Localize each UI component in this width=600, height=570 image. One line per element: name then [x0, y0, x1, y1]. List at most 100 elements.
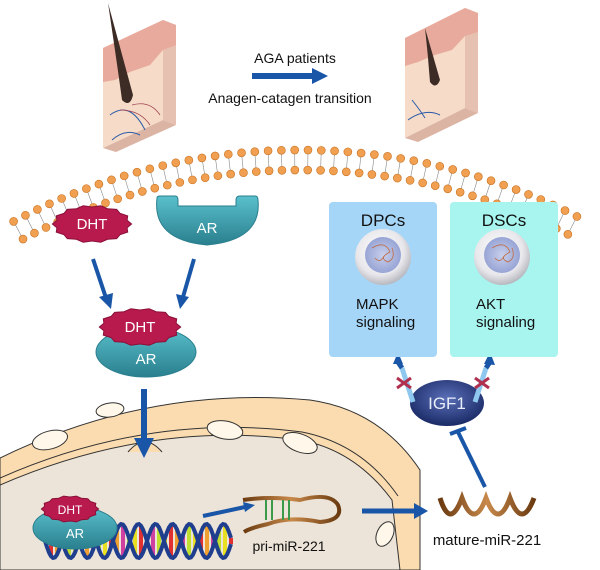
phospholipid-head: [356, 148, 366, 158]
phospholipid-head: [405, 176, 415, 185]
phospholipid-head: [82, 184, 91, 193]
hair-shaft-icon: [108, 3, 133, 104]
ar-receptor: AR: [156, 195, 259, 246]
dna-strand: [43, 521, 233, 561]
nuclear-ar-label: AR: [66, 526, 84, 541]
phospholipid-head: [383, 152, 392, 161]
dht-ar-complex: DHT AR: [95, 308, 197, 378]
phospholipid-head: [30, 228, 39, 238]
phospholipid-head: [563, 230, 573, 239]
phospholipid-head: [316, 166, 325, 175]
phospholipid-head: [197, 153, 207, 163]
phospholipid-head: [213, 171, 223, 181]
blocked-arrow-mapk: [393, 352, 416, 403]
phospholipid-head: [239, 168, 248, 178]
skin-catagen-illustration: [405, 8, 478, 142]
panel-title: DSCs: [482, 211, 526, 230]
phospholipid-head: [524, 190, 533, 199]
panel-title: DPCs: [361, 211, 405, 230]
phospholipid-head: [237, 148, 246, 158]
arrow-head: [134, 438, 154, 458]
arrow-dht-to-complex: [91, 258, 108, 299]
panel-line2: signaling: [356, 314, 415, 331]
phospholipid-head: [393, 173, 402, 183]
phospholipid-head: [343, 147, 353, 157]
phospholipid-head: [263, 146, 273, 156]
phospholipid-head: [380, 171, 389, 181]
inhibition-line: [456, 431, 487, 488]
phospholipid-head: [277, 165, 287, 175]
nucleus-icon: [365, 237, 401, 273]
ar-label: AR: [197, 220, 218, 237]
phospholipid-head: [33, 205, 42, 214]
phospholipid-head: [158, 161, 168, 170]
phospholipid-head: [511, 185, 521, 194]
phospholipid-head: [290, 165, 300, 175]
block-x-icon: [396, 376, 412, 390]
arrow-ar-to-complex: [181, 258, 196, 298]
arrow-head: [414, 503, 428, 519]
mature-mirna-label: mature-miR-221: [433, 532, 541, 549]
phospholipid-head: [329, 166, 338, 176]
panel-line1: MAPK: [356, 296, 399, 313]
phospholipid-head: [277, 145, 286, 155]
phospholipid-head: [572, 212, 582, 221]
phospholipid-head: [443, 184, 453, 194]
phospholipid-head: [354, 168, 364, 178]
igf1-label: IGF1: [428, 394, 466, 413]
phospholipid-head: [188, 175, 197, 185]
phospholipid-head: [430, 181, 440, 191]
phospholipid-head: [396, 154, 405, 163]
phospholipid-head: [290, 145, 299, 155]
phospholipid-head: [251, 167, 261, 176]
phospholipid-head: [125, 190, 135, 200]
skin-anagen-illustration: [103, 3, 176, 152]
phospholipid-head: [455, 187, 465, 197]
arrow-label-bottom: Anagen-catagen transition: [208, 90, 371, 106]
phospholipid-head: [41, 223, 51, 232]
phospholipid-head: [138, 187, 147, 196]
phospholipid-head: [132, 167, 142, 177]
phospholipid-head: [57, 194, 66, 203]
phospholipid-head: [107, 175, 116, 185]
complex-ar-label: AR: [136, 351, 157, 368]
phospholipid-head: [224, 149, 233, 159]
phospholipid-head: [250, 147, 260, 156]
panel-line1: AKT: [476, 296, 505, 313]
blocked-arrow-akt: [472, 352, 495, 403]
phospholipid-head: [200, 173, 210, 182]
phospholipid-head: [145, 164, 155, 174]
block-x-icon: [474, 376, 490, 390]
phospholipid-head: [21, 210, 30, 220]
phospholipid-head: [119, 171, 129, 181]
phospholipid-head: [560, 206, 570, 215]
igf1-node: IGF1: [410, 380, 484, 426]
panel-dscs: DSCs AKT signaling: [450, 202, 558, 357]
complex-dht-label: DHT: [125, 319, 156, 336]
phospholipid-head: [418, 178, 427, 188]
dht-molecule: DHT: [51, 205, 133, 243]
phospholipid-head: [18, 234, 28, 244]
panel-dpcs: DPCs MAPK signaling: [329, 202, 437, 357]
phospholipid-head: [264, 166, 274, 176]
phospholipid-head: [448, 165, 458, 174]
phospholipid-head: [94, 179, 104, 189]
phospholipid-head: [370, 150, 379, 159]
dht-label: DHT: [77, 216, 108, 233]
pri-mirna-label: pri-miR-221: [252, 538, 325, 554]
arrow-label-top: AGA patients: [254, 50, 336, 66]
arrow-to-pri-mirna: [202, 505, 246, 518]
phospholipid-head: [303, 145, 313, 155]
phospholipid-head: [184, 155, 194, 165]
phospholipid-head: [461, 168, 470, 178]
mature-mirna: mature-miR-221: [433, 490, 541, 549]
cell-membrane: [9, 145, 582, 244]
inhibition-bar: [449, 426, 467, 436]
nuclear-dht-label: DHT: [58, 503, 83, 517]
arrow-head: [243, 502, 255, 512]
phospholipid-head: [226, 169, 235, 179]
phospholipid-head: [150, 183, 160, 193]
phospholipid-head: [162, 180, 172, 190]
phospholipid-head: [341, 167, 351, 177]
